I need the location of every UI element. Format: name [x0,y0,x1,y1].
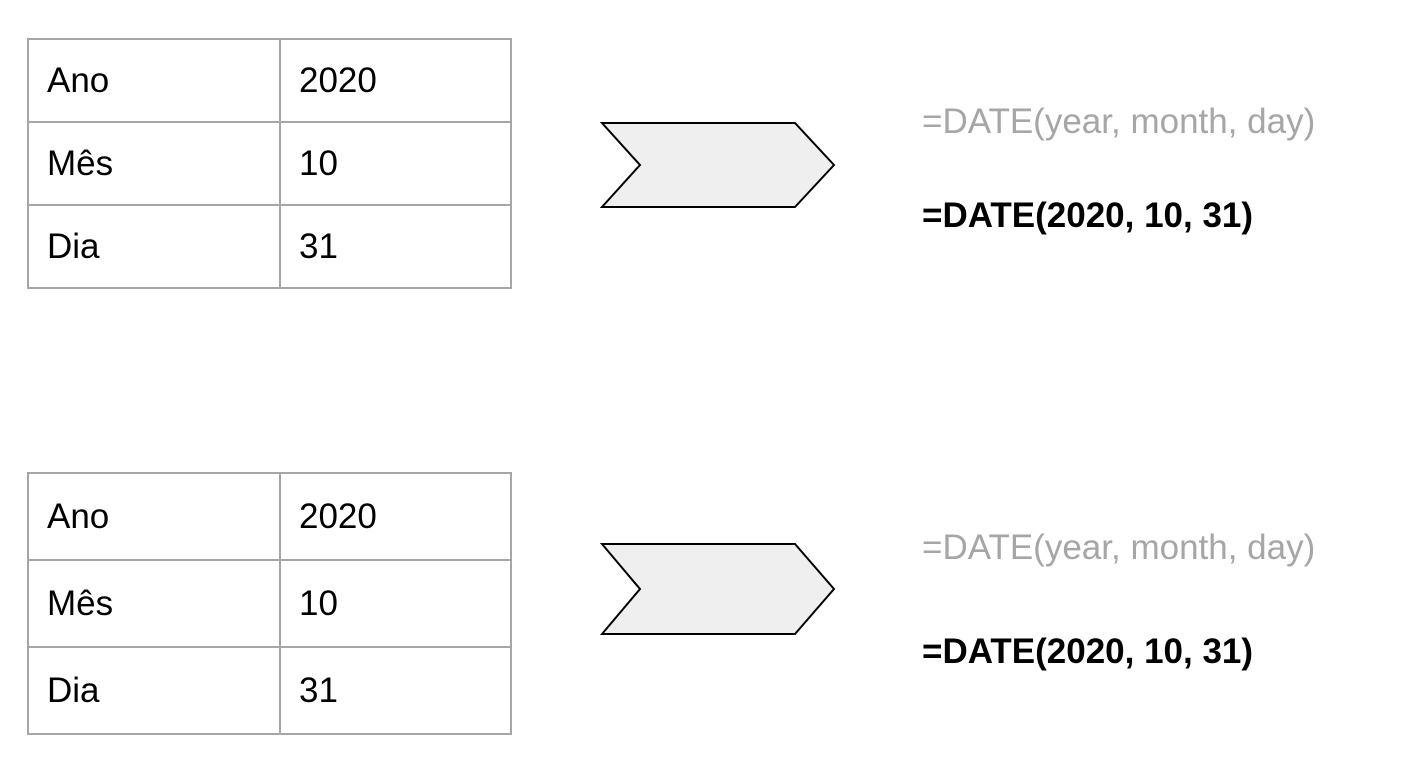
table-row: Mês 10 [27,121,512,206]
function-formula: =DATE(2020, 10, 31) [922,196,1254,235]
table-row: Dia 31 [27,204,512,289]
function-syntax: =DATE(year, month, day) [922,102,1316,141]
cell-label-day[interactable]: Dia [27,204,281,289]
cell-label-month[interactable]: Mês [27,559,281,648]
cell-value-day[interactable]: 31 [279,646,512,735]
cell-label-year[interactable]: Ano [27,38,281,123]
cell-label-month[interactable]: Mês [27,121,281,206]
function-formula: =DATE(2020, 10, 31) [922,632,1254,671]
cell-value-day[interactable]: 31 [279,204,512,289]
table-row: Ano 2020 [27,38,512,123]
table-row: Dia 31 [27,646,512,735]
cell-value-year[interactable]: 2020 [279,38,512,123]
table-row: Mês 10 [27,559,512,648]
chevron-arrow-icon [600,543,836,635]
cell-label-year[interactable]: Ano [27,472,281,561]
spreadsheet-cells-2: Ano 2020 Mês 10 Dia 31 [27,472,512,735]
cell-label-day[interactable]: Dia [27,646,281,735]
table-row: Ano 2020 [27,472,512,561]
spreadsheet-cells-1: Ano 2020 Mês 10 Dia 31 [27,38,512,289]
function-syntax: =DATE(year, month, day) [922,528,1316,567]
cell-value-month[interactable]: 10 [279,121,512,206]
cell-value-year[interactable]: 2020 [279,472,512,561]
cell-value-month[interactable]: 10 [279,559,512,648]
chevron-arrow-icon [600,122,836,208]
